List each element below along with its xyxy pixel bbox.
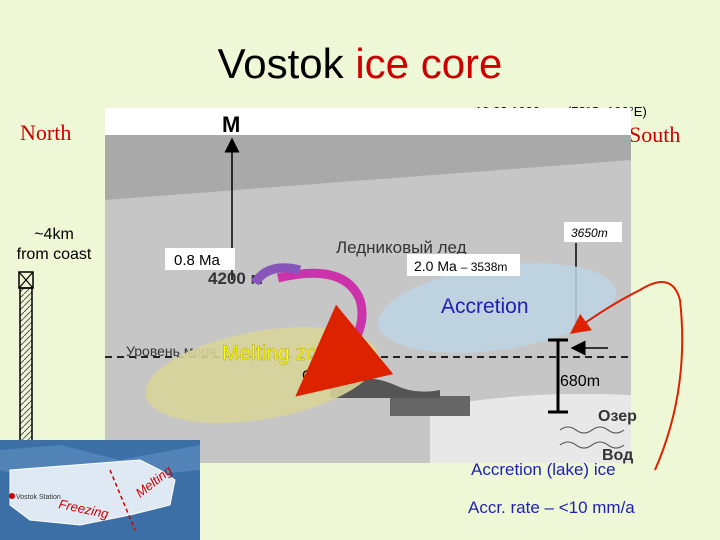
gases-flow-arrow-tail: [251, 263, 302, 286]
depth-4200-label: 4200 м: [208, 269, 263, 288]
accretion-rate-note: Accr. rate – <10 mm/a: [468, 498, 635, 517]
age-20-label: 2.0 Ma: [414, 258, 457, 274]
lake-water: [430, 393, 631, 463]
page-title: Vostok ice core: [0, 40, 720, 88]
accretion-pointer-curve: [569, 281, 684, 471]
bedrock-block: [390, 396, 470, 416]
station-marker-icon: [9, 493, 15, 499]
title-vostok: Vostok: [217, 40, 344, 87]
lake-outline: [9, 459, 176, 526]
north-label: North: [20, 120, 72, 145]
gases-label: Gases: [302, 367, 345, 384]
axis-label-m: M: [222, 112, 240, 137]
thickness-label: 680m: [560, 373, 600, 390]
coast-distance-line2: from coast: [16, 246, 92, 263]
coast-distance-line1: ~4km: [34, 226, 74, 243]
coast-distance-label: ~4km from coast: [0, 225, 108, 265]
station-label: Vostok Station: [16, 494, 61, 501]
melting-zone-label: Melting zone: [222, 342, 341, 365]
water-waves-2: [559, 441, 625, 449]
accretion-label: Accretion: [441, 295, 529, 318]
depth-3650-box: [564, 222, 622, 242]
south-label: South: [629, 122, 681, 147]
melting-freezing-divider: [109, 469, 136, 531]
glacier-ice-label: Ледниковый лед: [336, 238, 467, 257]
accretion-zone-shape: [378, 263, 616, 353]
lake-label: Озер: [598, 408, 637, 425]
title-ice-core: ice core: [355, 40, 503, 87]
age-20-text: 2.0 Ma – 3538m: [414, 258, 507, 274]
depth-3538-label: – 3538m: [461, 260, 508, 274]
depth-3650-label: 3650m: [571, 226, 608, 240]
water-label: Вод: [602, 447, 633, 464]
accretion-ice-note: Accretion (lake) ice: [471, 460, 616, 479]
age-08-box: [165, 248, 235, 270]
water-waves-1: [559, 426, 625, 434]
age-08-label: 0.8 Ma: [174, 252, 221, 269]
age-20-box: [407, 254, 520, 276]
gases-flow-arrow: [276, 268, 394, 397]
